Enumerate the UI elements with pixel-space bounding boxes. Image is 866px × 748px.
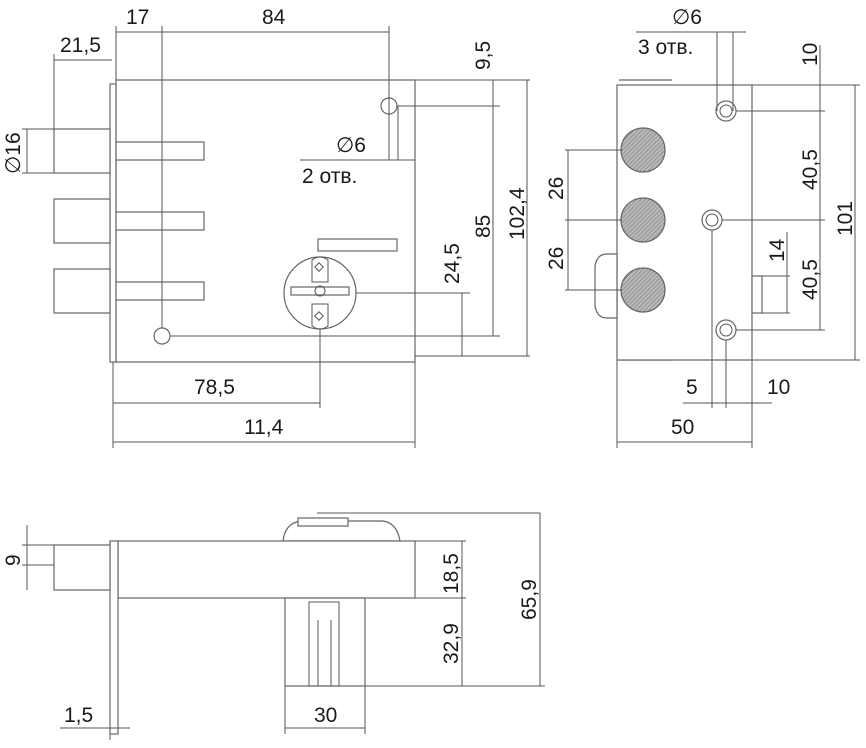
dim-40-5-lower: 40,5 [799, 259, 822, 300]
dim-32-9: 32,9 [440, 623, 463, 664]
cylinder-profile [594, 253, 618, 319]
bolt [53, 268, 111, 314]
dim-9: 9 [2, 554, 25, 566]
dim-102-4: 102,4 [506, 187, 529, 240]
dim-14: 14 [766, 238, 789, 262]
dim-40-5-upper: 40,5 [799, 149, 822, 190]
dim-11-4: 11,4 [244, 416, 284, 439]
dim-101: 101 [834, 201, 857, 236]
dim-10-top: 10 [799, 43, 822, 66]
face-plate [109, 540, 119, 735]
dim-85: 85 [472, 215, 495, 238]
dim-1-5: 1,5 [64, 704, 93, 727]
dim-17: 17 [126, 6, 149, 29]
dim-30: 30 [314, 704, 337, 727]
dim-10-bottom: 10 [767, 376, 790, 399]
dim-21-5: 21,5 [60, 34, 101, 57]
dim-24-5: 24,5 [441, 243, 464, 284]
slot [317, 238, 398, 252]
bottom-view: 9 18,5 32,9 65,9 1,5 30 [2, 512, 545, 740]
dim-84: 84 [262, 6, 286, 29]
bottom-body [117, 540, 416, 599]
dim-6: ∅6 [672, 6, 702, 29]
dim-6: ∅6 [336, 134, 366, 157]
bolt-section [620, 197, 666, 243]
dim-26-lower: 26 [545, 247, 568, 270]
bolt-section [620, 127, 666, 173]
bolt [53, 198, 111, 244]
face-plate [109, 83, 117, 363]
holes-count: 3 отв. [638, 36, 693, 59]
bolt [53, 544, 111, 591]
holes-count: 2 отв. [302, 165, 357, 188]
dim-26-upper: 26 [545, 177, 568, 200]
strike-box [284, 597, 366, 687]
dim-16: ∅16 [2, 132, 25, 174]
bolt-section [620, 267, 666, 313]
dim-18-5: 18,5 [440, 553, 463, 594]
dim-78-5: 78,5 [194, 376, 235, 399]
key-cylinder [283, 256, 357, 330]
dim-9-5: 9,5 [472, 41, 495, 70]
mount-hole [153, 327, 171, 345]
dim-65-9: 65,9 [518, 579, 541, 620]
side-view: ∅6 3 отв. 10 40,5 40,5 101 14 26 26 5 10… [545, 6, 860, 448]
front-view: 17 84 21,5 ∅16 ∅6 2 отв. 9,5 85 102,4 24… [2, 6, 530, 448]
dim-5: 5 [686, 376, 698, 399]
bolt [53, 128, 111, 174]
dim-50: 50 [671, 416, 694, 439]
